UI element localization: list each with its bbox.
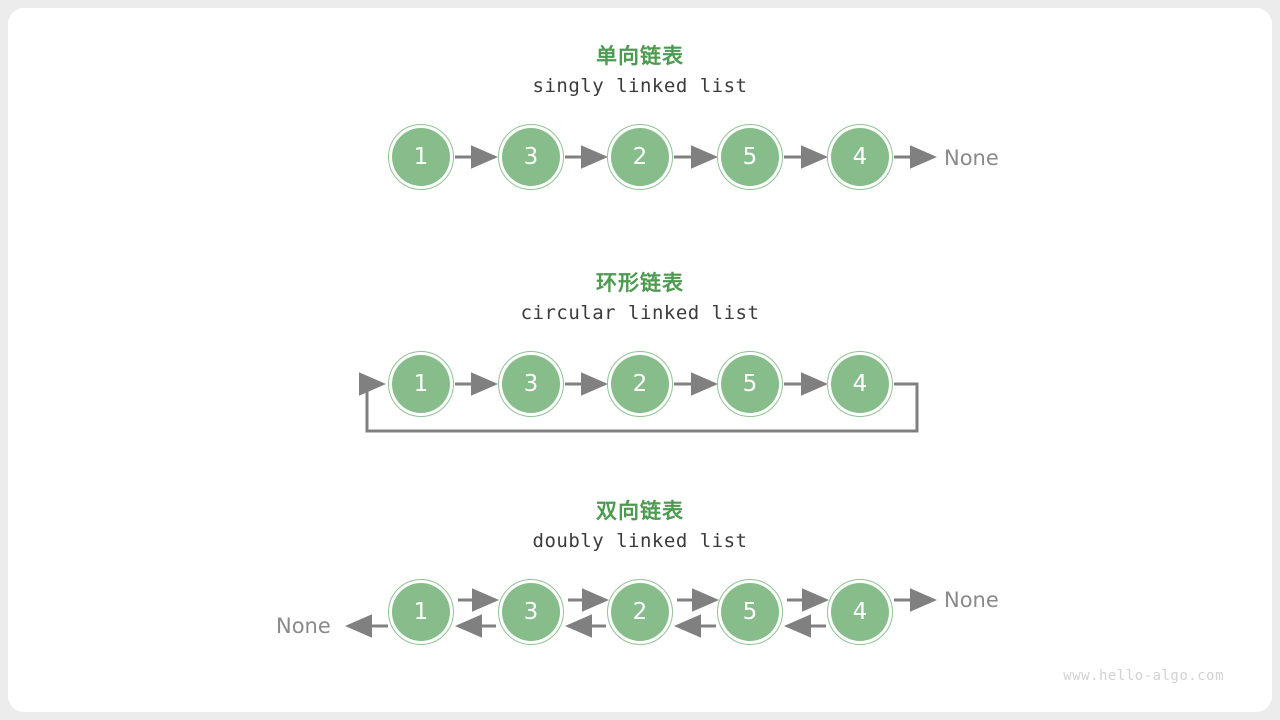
doubly-list-subtitle: doubly linked list [532, 530, 748, 552]
circular-node-1: 3 [498, 351, 564, 417]
circular-edges [359, 372, 919, 433]
doubly-node-3: 5 [717, 579, 783, 645]
doubly-node-2: 2 [607, 579, 673, 645]
singly-tail-none-label: None [944, 146, 999, 170]
node-value: 1 [413, 144, 429, 170]
node-disc: 4 [831, 583, 889, 641]
circular-node-0: 1 [388, 351, 454, 417]
singly-node-3: 5 [717, 124, 783, 190]
node-disc: 4 [831, 128, 889, 186]
singly-node-0: 1 [388, 124, 454, 190]
node-value: 1 [413, 371, 429, 397]
node-value: 4 [852, 144, 868, 170]
circular-node-3: 5 [717, 351, 783, 417]
singly-node-1: 3 [498, 124, 564, 190]
node-disc: 1 [392, 583, 450, 641]
node-value: 1 [413, 599, 429, 625]
node-disc: 1 [392, 355, 450, 413]
singly-node-4: 4 [827, 124, 893, 190]
node-value: 2 [632, 599, 648, 625]
node-value: 5 [742, 599, 758, 625]
node-disc: 3 [502, 355, 560, 413]
node-disc: 2 [611, 128, 669, 186]
node-value: 2 [632, 144, 648, 170]
node-value: 5 [742, 371, 758, 397]
doubly-tail-none-label: None [944, 588, 999, 612]
connector-layer [345, 145, 937, 638]
node-disc: 4 [831, 355, 889, 413]
doubly-list-title: 双向链表 [596, 499, 684, 523]
singly-list-subtitle: singly linked list [532, 75, 748, 97]
node-disc: 2 [611, 583, 669, 641]
circular-list-subtitle: circular linked list [520, 302, 760, 324]
circular-list-title: 环形链表 [596, 271, 684, 295]
node-value: 3 [523, 599, 539, 625]
singly-list-title: 单向链表 [596, 44, 684, 68]
doubly-node-0: 1 [388, 579, 454, 645]
node-disc: 2 [611, 355, 669, 413]
node-disc: 5 [721, 128, 779, 186]
doubly-node-1: 3 [498, 579, 564, 645]
singly-node-2: 2 [607, 124, 673, 190]
node-disc: 1 [392, 128, 450, 186]
node-disc: 5 [721, 355, 779, 413]
node-value: 2 [632, 371, 648, 397]
node-disc: 5 [721, 583, 779, 641]
circular-node-2: 2 [607, 351, 673, 417]
node-disc: 3 [502, 583, 560, 641]
node-value: 4 [852, 599, 868, 625]
node-value: 3 [523, 144, 539, 170]
node-value: 5 [742, 144, 758, 170]
site-watermark: www.hello-algo.com [1063, 668, 1224, 684]
doubly-head-none-label: None [276, 614, 331, 638]
circular-node-4: 4 [827, 351, 893, 417]
diagram-card: 单向链表 singly linked list 1 3 2 5 4 None 环… [8, 8, 1272, 712]
node-disc: 3 [502, 128, 560, 186]
doubly-node-4: 4 [827, 579, 893, 645]
node-value: 3 [523, 371, 539, 397]
node-value: 4 [852, 371, 868, 397]
